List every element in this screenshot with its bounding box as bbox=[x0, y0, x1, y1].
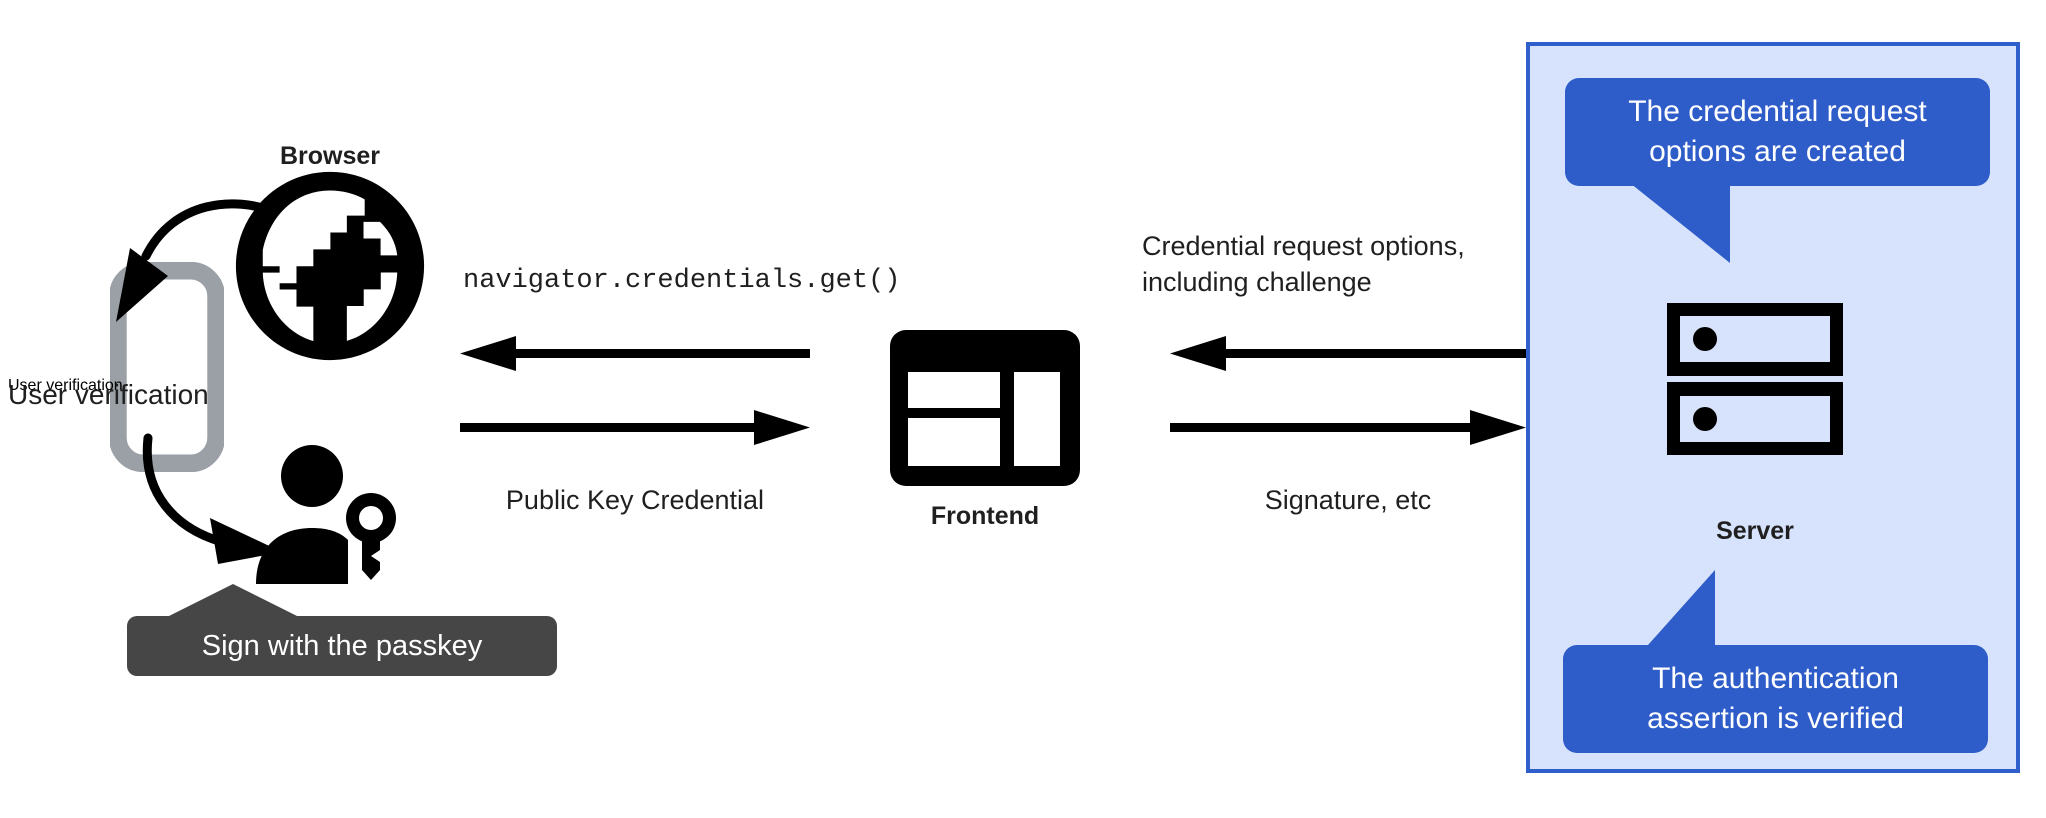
globe-icon bbox=[232, 168, 428, 364]
server-racks-icon bbox=[1667, 303, 1843, 455]
callout-credential-request-options: The credential request options are creat… bbox=[1565, 78, 1990, 186]
browser-window-icon bbox=[888, 328, 1082, 488]
smartphone-icon bbox=[110, 262, 224, 472]
user-verification-text: User verification bbox=[8, 379, 209, 410]
server-label: Server bbox=[1716, 517, 1794, 545]
callout-authentication-assertion: The authentication assertion is verified bbox=[1563, 645, 1988, 753]
user-with-key-icon bbox=[252, 440, 406, 590]
public-key-credential-label: Public Key Credential bbox=[505, 485, 765, 515]
callout-top-text: The credential request options are creat… bbox=[1565, 78, 1990, 186]
arrow-right-server bbox=[1170, 410, 1526, 446]
browser-label: Browser bbox=[279, 142, 381, 170]
callout-top-tail bbox=[1620, 175, 1780, 265]
user-verification-label: User verification bbox=[8, 377, 123, 394]
navigator-credentials-get-label: navigator.credentials.get() bbox=[463, 266, 901, 296]
credential-request-options-label: Credential request options, including ch… bbox=[1142, 231, 1465, 297]
arrow-right-frontend bbox=[460, 410, 810, 446]
signature-etc-label: Signature, etc bbox=[1264, 485, 1432, 515]
passkey-tooltip: Sign with the passkey bbox=[127, 616, 557, 676]
callout-bottom-text: The authentication assertion is verified bbox=[1563, 645, 1988, 753]
arrow-left-server bbox=[1170, 336, 1526, 372]
arrow-left-browser bbox=[460, 336, 810, 372]
curved-arrow-down-icon bbox=[86, 190, 286, 330]
callout-bottom-tail bbox=[1640, 570, 1800, 656]
frontend-label: Frontend bbox=[930, 502, 1040, 530]
passkey-tooltip-pointer bbox=[127, 584, 307, 620]
